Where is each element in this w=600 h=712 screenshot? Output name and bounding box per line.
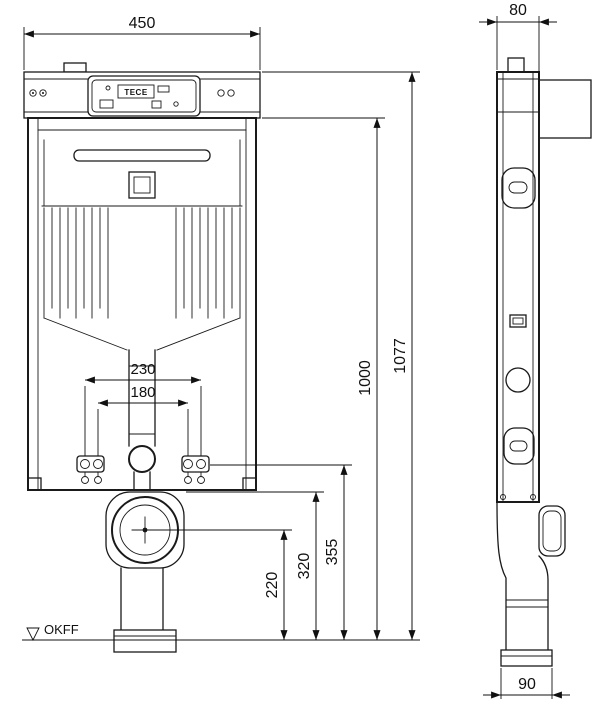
tank-corrugation-left	[43, 207, 109, 319]
floor-label: OKFF	[44, 622, 79, 637]
top-tab	[63, 62, 87, 73]
dim-bracket-height: 355	[210, 464, 352, 640]
dim-outlet-height: 220	[145, 529, 292, 640]
brand-logo: TECE	[124, 88, 148, 97]
panel-screw	[227, 89, 235, 97]
frame-height-label: 1000	[357, 360, 374, 396]
fixing-inner-label: 180	[130, 384, 155, 401]
drain-elbow	[105, 491, 185, 653]
dim-fixing-outer: 230	[84, 361, 202, 456]
dim-front-width: 450	[23, 15, 261, 70]
dim-total-height: 1077	[262, 71, 420, 640]
frame-foot-left	[27, 477, 42, 491]
tank-corrugation-right	[175, 207, 241, 319]
front-width-label: 450	[129, 15, 156, 32]
total-height-label: 1077	[392, 338, 409, 374]
cistern-top-panel: TECE	[23, 62, 261, 119]
side-pipe-bell	[500, 649, 553, 667]
dim-frame-height: 1000	[262, 117, 385, 640]
outlet-socket	[113, 629, 177, 653]
dim-inlet-height: 320	[186, 491, 324, 640]
depth-label: 80	[509, 2, 527, 19]
side-top-tab	[507, 57, 525, 73]
brand-logo-box	[117, 84, 155, 99]
outlet-pipe	[120, 567, 164, 631]
wall-mounting-rail-hatched	[538, 79, 592, 139]
dim-fixing-inner: 180	[97, 384, 189, 456]
cistern-body	[27, 117, 257, 491]
side-outlet-elbow	[496, 501, 566, 667]
fixing-bracket-right	[181, 455, 210, 484]
flush-bend-connection	[128, 445, 156, 473]
floor-level-symbol	[26, 627, 40, 642]
handle-slot	[73, 149, 211, 162]
side-detail-circle	[505, 367, 531, 393]
panel-screw	[217, 89, 225, 97]
tank-funnel	[43, 317, 241, 351]
dim-depth: 80	[479, 2, 557, 78]
flush-pipe	[128, 349, 156, 491]
fixing-brackets	[76, 455, 210, 484]
fixing-bracket-left	[76, 455, 105, 484]
frame-foot-right	[242, 477, 257, 491]
side-frame-column	[496, 71, 540, 503]
side-detail-mid	[509, 314, 527, 328]
side-view	[496, 57, 592, 667]
fixing-outer-label: 230	[130, 361, 155, 378]
filling-valve-port	[128, 171, 156, 199]
front-view: TECE	[23, 62, 261, 653]
bracket-height-label: 355	[324, 539, 341, 566]
dimensions: 450 80 1077 1000 355	[23, 2, 570, 699]
access-window	[87, 75, 201, 117]
side-detail-lower	[503, 427, 535, 465]
inlet-height-label: 320	[296, 553, 313, 580]
outlet-depth-label: 90	[518, 676, 536, 693]
side-detail-upper	[501, 167, 536, 209]
side-outlet-socket	[538, 505, 566, 557]
floor-reference: OKFF	[22, 622, 420, 642]
dim-outlet-depth: 90	[483, 668, 570, 699]
outlet-height-label: 220	[264, 572, 281, 599]
